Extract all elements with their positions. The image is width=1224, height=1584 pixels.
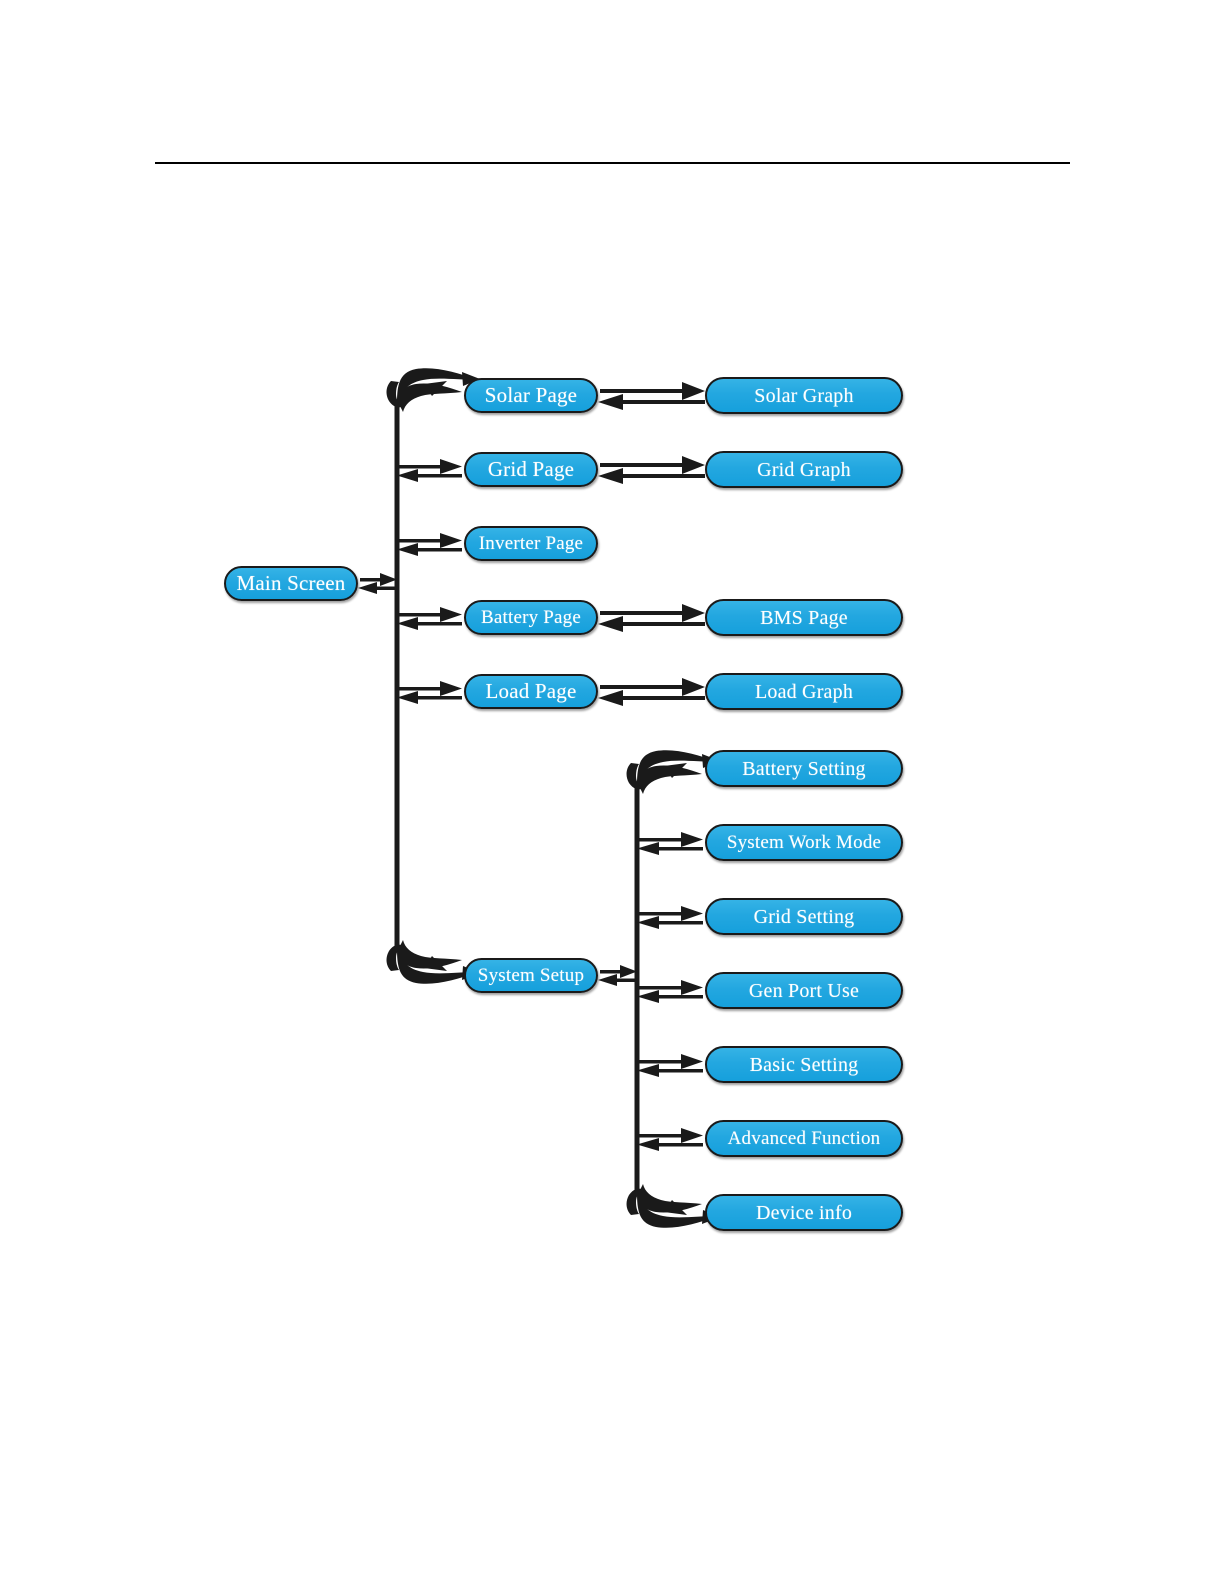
node-grid-page[interactable]: Grid Page: [464, 452, 598, 487]
node-label-gen-port-use: Gen Port Use: [748, 979, 860, 1002]
node-solar-graph[interactable]: Solar Graph: [705, 377, 903, 414]
node-label-system-work-mode: System Work Mode: [726, 832, 882, 853]
node-label-solar-graph: Solar Graph: [754, 384, 854, 407]
node-label-system-setup: System Setup: [477, 965, 585, 986]
header-divider-rule: [155, 162, 1070, 164]
node-inverter-page[interactable]: Inverter Page: [464, 526, 598, 561]
node-advanced-function[interactable]: Advanced Function: [705, 1120, 903, 1157]
node-label-load-graph: Load Graph: [754, 680, 854, 703]
node-label-advanced-function: Advanced Function: [727, 1128, 881, 1149]
node-grid-setting[interactable]: Grid Setting: [705, 898, 903, 935]
node-battery-page[interactable]: Battery Page: [464, 600, 598, 635]
node-label-main-screen: Main Screen: [236, 571, 346, 595]
node-basic-setting[interactable]: Basic Setting: [705, 1046, 903, 1083]
node-label-grid-page: Grid Page: [487, 457, 575, 481]
node-label-battery-setting: Battery Setting: [742, 757, 866, 780]
node-label-basic-setting: Basic Setting: [749, 1053, 859, 1076]
node-label-solar-page: Solar Page: [484, 383, 578, 407]
node-device-info[interactable]: Device info: [705, 1194, 903, 1231]
node-label-inverter-page: Inverter Page: [478, 533, 584, 554]
node-gen-port-use[interactable]: Gen Port Use: [705, 972, 903, 1009]
node-label-device-info: Device info: [755, 1201, 853, 1224]
node-label-battery-page: Battery Page: [480, 607, 581, 628]
node-label-grid-setting: Grid Setting: [753, 905, 855, 928]
node-system-work-mode[interactable]: System Work Mode: [705, 824, 903, 861]
node-solar-page[interactable]: Solar Page: [464, 378, 598, 413]
node-grid-graph[interactable]: Grid Graph: [705, 451, 903, 488]
node-main-screen[interactable]: Main Screen: [224, 566, 358, 601]
node-system-setup[interactable]: System Setup: [464, 958, 598, 993]
node-battery-setting[interactable]: Battery Setting: [705, 750, 903, 787]
node-label-load-page: Load Page: [485, 679, 577, 703]
node-load-graph[interactable]: Load Graph: [705, 673, 903, 710]
node-load-page[interactable]: Load Page: [464, 674, 598, 709]
node-label-grid-graph: Grid Graph: [757, 458, 851, 481]
node-label-bms-page: BMS Page: [760, 606, 848, 629]
node-bms-page[interactable]: BMS Page: [705, 599, 903, 636]
